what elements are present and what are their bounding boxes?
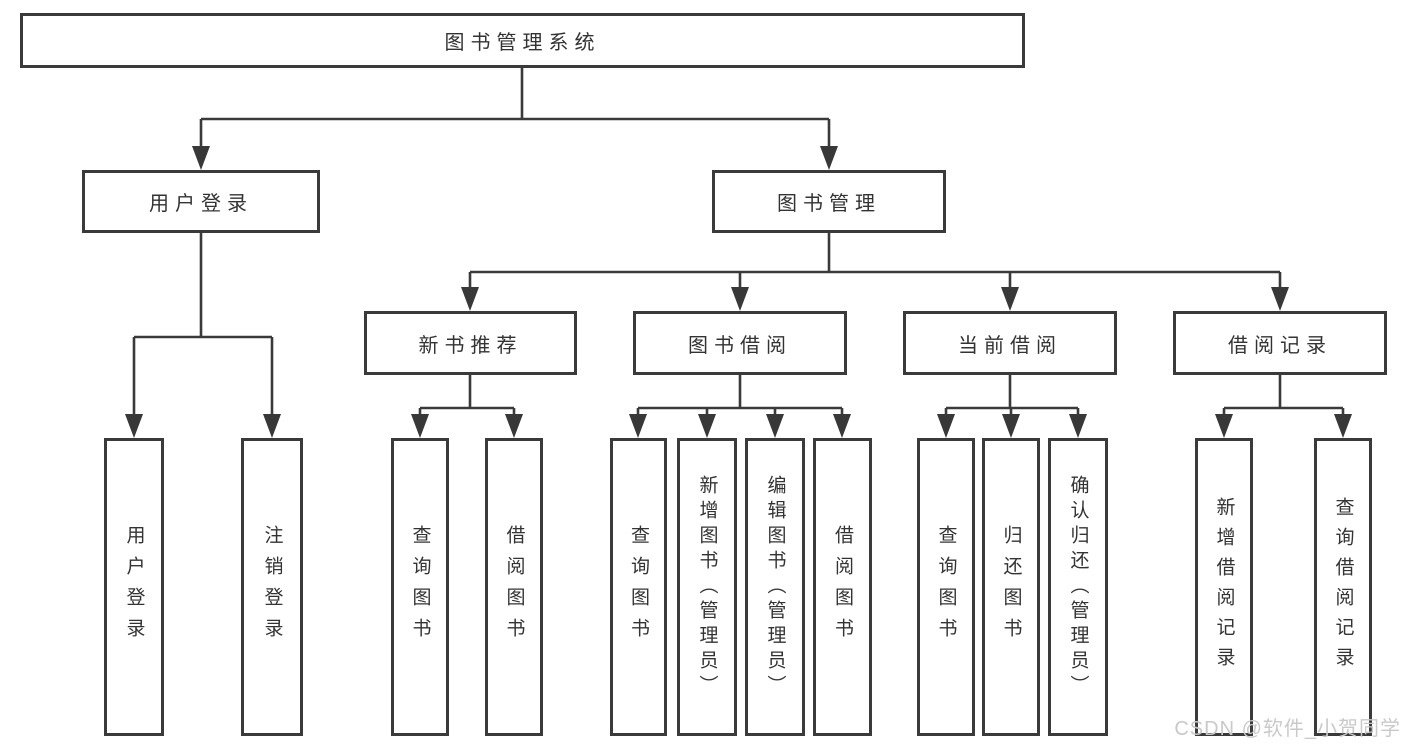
node-new-book-recommendation: 新书推荐	[364, 311, 577, 375]
leaf-query-books-borrowing: 查询图书	[610, 438, 667, 736]
leaf-return-books: 归还图书	[982, 438, 1040, 736]
node-borrowing-records: 借阅记录	[1173, 311, 1387, 375]
leaf-confirm-return-admin: 确认归还（管理员）	[1048, 438, 1108, 736]
csdn-watermark: CSDN @软件_小贺同学	[1174, 718, 1401, 740]
leaf-logout-login: 注销登录	[241, 438, 303, 736]
leaf-query-borrow-record: 查询借阅记录	[1314, 438, 1372, 736]
leaf-add-book-admin: 新增图书（管理员）	[677, 438, 737, 736]
leaf-borrow-books-recommend: 借阅图书	[485, 438, 543, 736]
node-current-borrowing: 当前借阅	[903, 311, 1117, 375]
leaf-add-borrow-record: 新增借阅记录	[1195, 438, 1253, 736]
node-book-borrowing: 图书借阅	[633, 311, 847, 375]
node-book-management: 图书管理	[712, 170, 946, 233]
leaf-query-books-recommend: 查询图书	[391, 438, 449, 736]
leaf-borrow-books-borrowing: 借阅图书	[813, 438, 872, 736]
node-root: 图书管理系统	[20, 13, 1025, 68]
node-user-login: 用户登录	[82, 170, 320, 233]
leaf-user-login: 用户登录	[104, 438, 164, 736]
leaf-edit-book-admin: 编辑图书（管理员）	[745, 438, 805, 736]
leaf-query-books-current: 查询图书	[917, 438, 975, 736]
